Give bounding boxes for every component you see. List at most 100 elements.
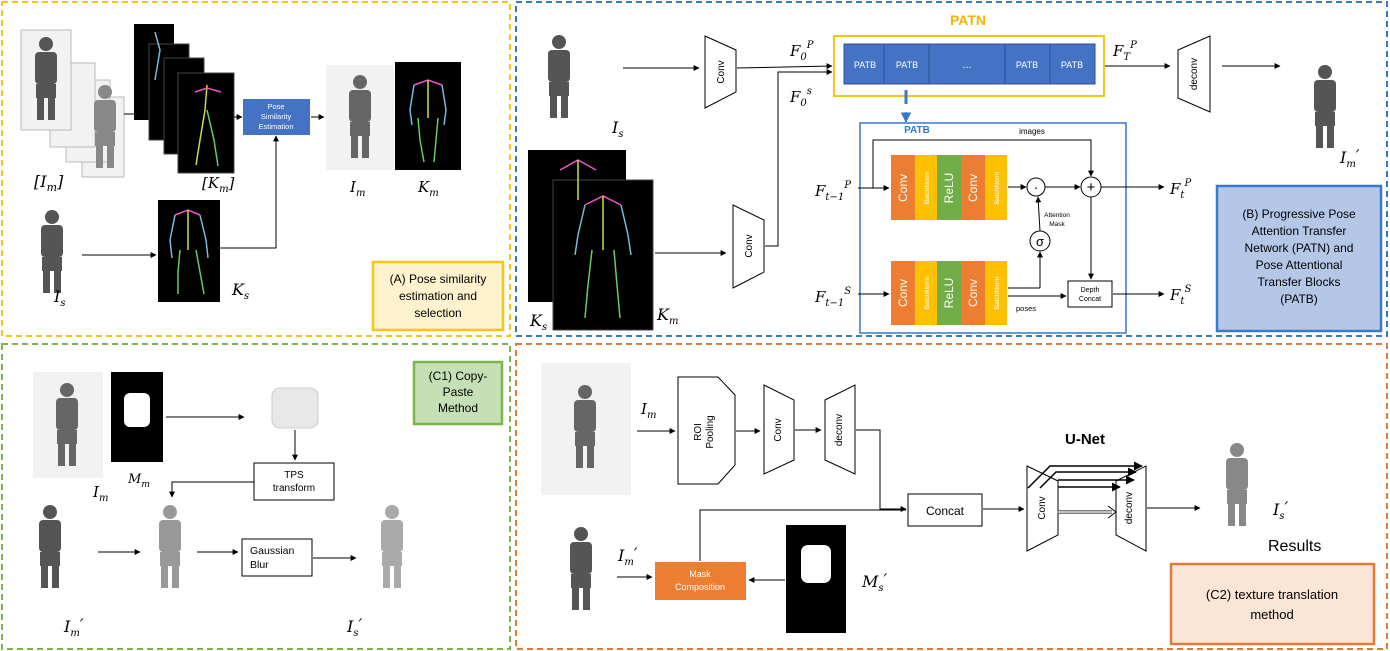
- depth-concat-box: [1067, 280, 1113, 308]
- c2-result-image: [1226, 443, 1248, 526]
- panel-c1: Mm Im TPS transform Im′ Gaussian Blur Is…: [33, 360, 504, 639]
- results-label: Results: [1268, 538, 1321, 555]
- unet-conv-label: Conv: [1037, 496, 1048, 519]
- caption-b-box: [1215, 184, 1383, 333]
- upper-layers: Conv BatchNorm ReLU Conv BatchNorm: [891, 155, 1007, 220]
- caption-c2-box: [1169, 562, 1376, 646]
- caption-b-line-4: Pose Attentional: [1256, 258, 1343, 272]
- label-b-is: Is: [611, 118, 623, 140]
- patn-cell-3: ...: [962, 59, 971, 71]
- attention-mask-line-1: Attention: [1044, 212, 1070, 219]
- label-ftp-out: FTP: [1112, 40, 1137, 63]
- roi-line-1: ROI: [693, 423, 704, 441]
- caption-a-box: [371, 260, 505, 332]
- pose-similarity-block: [243, 99, 310, 135]
- caption-a-line-3: selection: [414, 306, 461, 320]
- patn-chain: [843, 43, 1096, 85]
- label-ks: Ks: [231, 280, 249, 302]
- patb-detail-box: [859, 122, 1127, 334]
- label-c1-im-prime: Im′: [63, 615, 84, 639]
- conv-upper: [704, 35, 737, 109]
- unet-skip-connections: [1027, 461, 1143, 519]
- deconv-b: [1177, 35, 1211, 113]
- panel-b-border: [515, 1, 1388, 337]
- conv-upper-label: Conv: [716, 60, 727, 83]
- patn-cell-4: PATB: [1016, 60, 1038, 70]
- c1-result-image: [381, 505, 403, 588]
- patb-title: PATB: [904, 125, 930, 136]
- label-c1-is-prime: Is′: [346, 615, 362, 639]
- panel-a-border: [1, 1, 511, 337]
- caption-b-line-6: (PATB): [1280, 292, 1318, 306]
- caption-b-line-2: Attention Transfer: [1252, 224, 1347, 238]
- label-b-im-prime: Im′: [1339, 146, 1360, 170]
- upper-conv-2: Conv: [966, 174, 980, 202]
- blur-box: [241, 538, 313, 577]
- label-b-ks: Ks: [529, 311, 547, 333]
- mask-composition-box: [655, 562, 746, 600]
- label-fts: FtS: [1169, 284, 1191, 307]
- c2-deconv: [824, 384, 856, 475]
- panel-b-source-image: [548, 35, 570, 118]
- caption-c2-line-1: (C2) texture translation: [1206, 587, 1338, 602]
- caption-b-line-3: Network (PATN) and: [1245, 241, 1354, 255]
- caption-c1-box: [412, 360, 504, 426]
- depth-concat-line-1: Depth: [1081, 287, 1100, 294]
- concat-label: Concat: [926, 504, 965, 518]
- lower-layers: Conv BatchNorm ReLU Conv BatchNorm: [891, 261, 1007, 325]
- label-c1-im: Im: [92, 483, 108, 504]
- source-person-image: [41, 210, 63, 293]
- blur-line-2: Blur: [250, 559, 269, 571]
- c1-shirt-image: [271, 387, 319, 429]
- label-ftp: FtP: [1169, 178, 1191, 201]
- lower-bn-2: BatchNorm: [994, 277, 1001, 310]
- c1-warped-image: [159, 505, 181, 588]
- panel-c1-border: [1, 343, 511, 650]
- label-im-set: [Im]: [34, 172, 64, 194]
- lower-bn-1: BatchNorm: [924, 277, 931, 310]
- caption-b-line-5: Transfer Blocks: [1258, 275, 1341, 289]
- lower-conv-1: Conv: [896, 279, 910, 307]
- caption-a-line-2: estimation and: [399, 289, 477, 303]
- label-c2-im-prime: Im′: [617, 544, 638, 568]
- patn-title: PATN: [950, 12, 986, 28]
- dot-op-symbol: ·: [1034, 179, 1039, 195]
- label-c1-mm: Mm: [127, 472, 150, 490]
- generated-image: [1314, 65, 1336, 148]
- depth-concat-line-2: Concat: [1079, 296, 1101, 303]
- pose-block-line-3: Estimation: [258, 122, 293, 131]
- unet-deconv-label: deconv: [1124, 492, 1135, 524]
- label-b-km: Km: [656, 305, 678, 327]
- roi-pooling: [677, 376, 736, 485]
- c1-im-prime-image: [39, 505, 61, 588]
- unet-conv: [1026, 465, 1059, 552]
- panel-a: [Im] [Km] Pose Similarity Estimation: [20, 24, 505, 332]
- pose-block-line-2: Similarity: [261, 112, 292, 121]
- pose-block-line-1: Pose: [267, 102, 284, 111]
- label-im: Im: [349, 178, 365, 199]
- upper-bn-2: BatchNorm: [994, 172, 1001, 205]
- caption-c1-line-1: (C1) Copy-: [429, 369, 488, 383]
- panel-b: Is Conv F0P PATN PATB PATB ... PATB PATB…: [528, 12, 1383, 334]
- mask-comp-line-2: Composition: [675, 582, 725, 592]
- upper-conv-1: Conv: [896, 174, 910, 202]
- im-stack: [20, 29, 125, 178]
- label-c2-is-prime: Is′: [1272, 498, 1288, 522]
- tps-box: [253, 462, 335, 501]
- caption-a-line-1: (A) Pose similarity: [390, 272, 487, 286]
- mask-comp-line-1: Mask: [689, 569, 711, 579]
- label-f0s: F0s: [789, 86, 812, 109]
- upper-relu: ReLU: [942, 173, 956, 204]
- source-ks-skeleton: [158, 200, 220, 302]
- label-is: Is: [53, 287, 65, 309]
- blur-line-1: Gaussian: [250, 545, 295, 557]
- km-stack: [134, 24, 235, 174]
- caption-c2-line-2: method: [1250, 607, 1293, 622]
- label-km: Km: [417, 178, 439, 199]
- patn-cell-5: PATB: [1061, 60, 1083, 70]
- attention-mask-line-2: Mask: [1049, 221, 1065, 228]
- panel-c2-border: [515, 343, 1388, 650]
- c2-conv-label: Conv: [773, 418, 784, 441]
